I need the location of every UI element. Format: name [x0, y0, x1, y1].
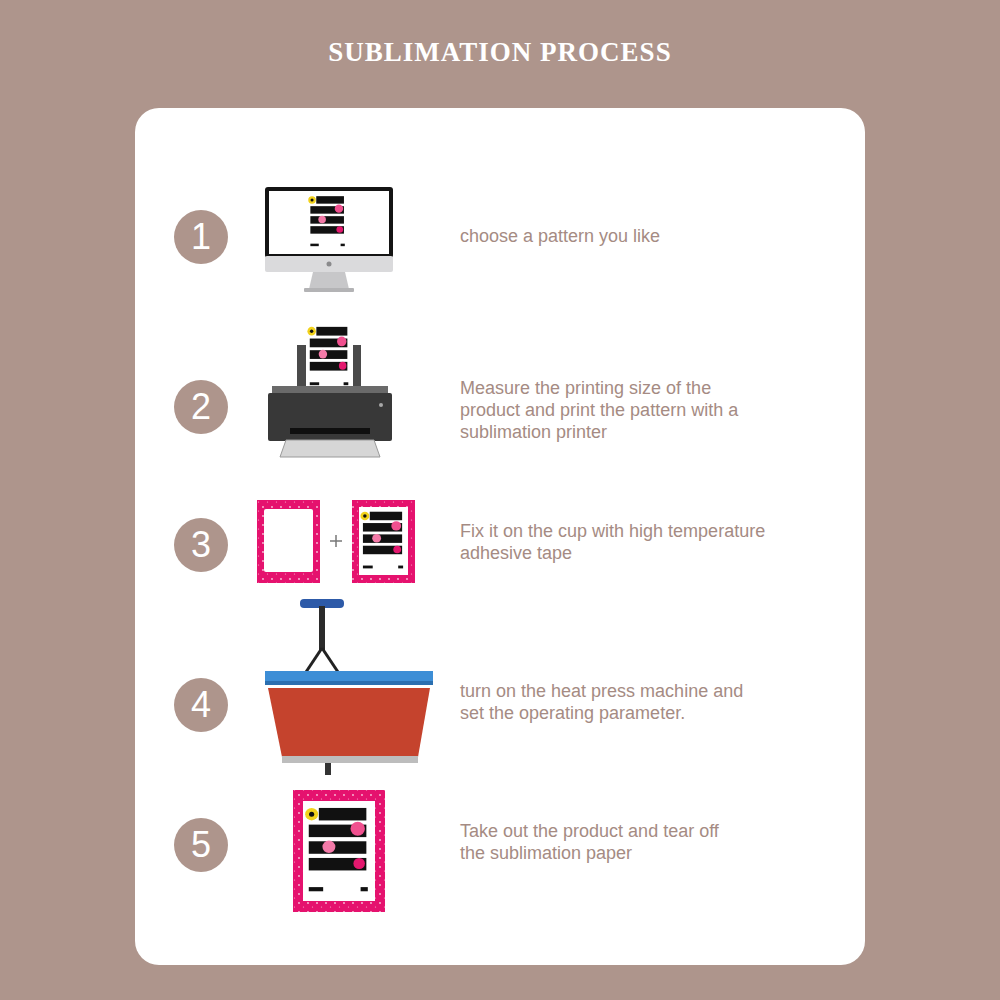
- pattern-poster: [359, 507, 408, 575]
- top-plate-edge: [265, 681, 433, 685]
- step-circle: 4: [174, 678, 228, 732]
- content-card: 1 2 3 4 5 choose a pattern you likeMeasure th…: [135, 108, 865, 965]
- step-circle: 3: [174, 518, 228, 572]
- monitor-foot: [304, 288, 354, 292]
- pink-blank: [352, 500, 415, 583]
- pattern-poster: [307, 192, 349, 252]
- step-description: turn on the heat press machine and set t…: [460, 680, 756, 724]
- glitter: [293, 790, 385, 912]
- pink-product: [293, 790, 385, 912]
- step-circle: 2: [174, 380, 228, 434]
- top-plate: [265, 671, 433, 683]
- plus-symbol: [330, 540, 342, 542]
- printer-slot: [290, 428, 370, 434]
- heat-press: [265, 599, 433, 775]
- step-number: 4: [174, 678, 228, 732]
- step-number: 3: [174, 518, 228, 572]
- monitor-chin: [265, 256, 393, 272]
- press-arm: [322, 648, 338, 672]
- printer-top: [272, 386, 388, 395]
- pattern-poster: [303, 801, 375, 901]
- circle-fill: [174, 380, 228, 434]
- computer-monitor: [265, 187, 393, 292]
- bottom-plate-edge: [282, 756, 418, 763]
- page-title: SUBLIMATION PROCESS: [0, 34, 1000, 70]
- press-stand: [325, 763, 331, 775]
- printed-paper: [306, 322, 353, 392]
- monitor-screen: [269, 191, 389, 254]
- printer-button: [379, 403, 383, 407]
- circle-fill: [174, 210, 228, 264]
- step-circle: 5: [174, 818, 228, 872]
- step-circle: 1: [174, 210, 228, 264]
- circle-fill: [174, 678, 228, 732]
- step-description: Fix it on the cup with high temperature …: [460, 520, 800, 564]
- finished-product: [293, 790, 385, 912]
- monitor-bezel: [265, 187, 393, 258]
- step-number: 5: [174, 818, 228, 872]
- printer-body: [268, 393, 392, 441]
- monitor-stand: [309, 272, 349, 289]
- pink-blank: [257, 500, 320, 583]
- press-arm: [306, 648, 322, 672]
- glitter: [257, 500, 320, 583]
- paper-support: [297, 345, 361, 390]
- circle-fill: [174, 818, 228, 872]
- fixing-step: [257, 500, 415, 583]
- step-description: Take out the product and tear off the su…: [460, 820, 735, 864]
- step-description: Measure the printing size of the product…: [460, 377, 756, 443]
- step-description: choose a pattern you like: [460, 225, 756, 247]
- plus-symbol: [335, 535, 337, 547]
- press-handle: [300, 599, 344, 608]
- circle-fill: [174, 518, 228, 572]
- printer-tray: [280, 440, 380, 457]
- step-number: 1: [174, 210, 228, 264]
- glitter: [352, 500, 415, 583]
- monitor-logo: [327, 262, 332, 267]
- print-area: [264, 509, 313, 572]
- step-number: 2: [174, 380, 228, 434]
- press-rod: [319, 606, 325, 650]
- bottom-pad: [268, 688, 430, 757]
- sublimation-printer: [268, 322, 392, 457]
